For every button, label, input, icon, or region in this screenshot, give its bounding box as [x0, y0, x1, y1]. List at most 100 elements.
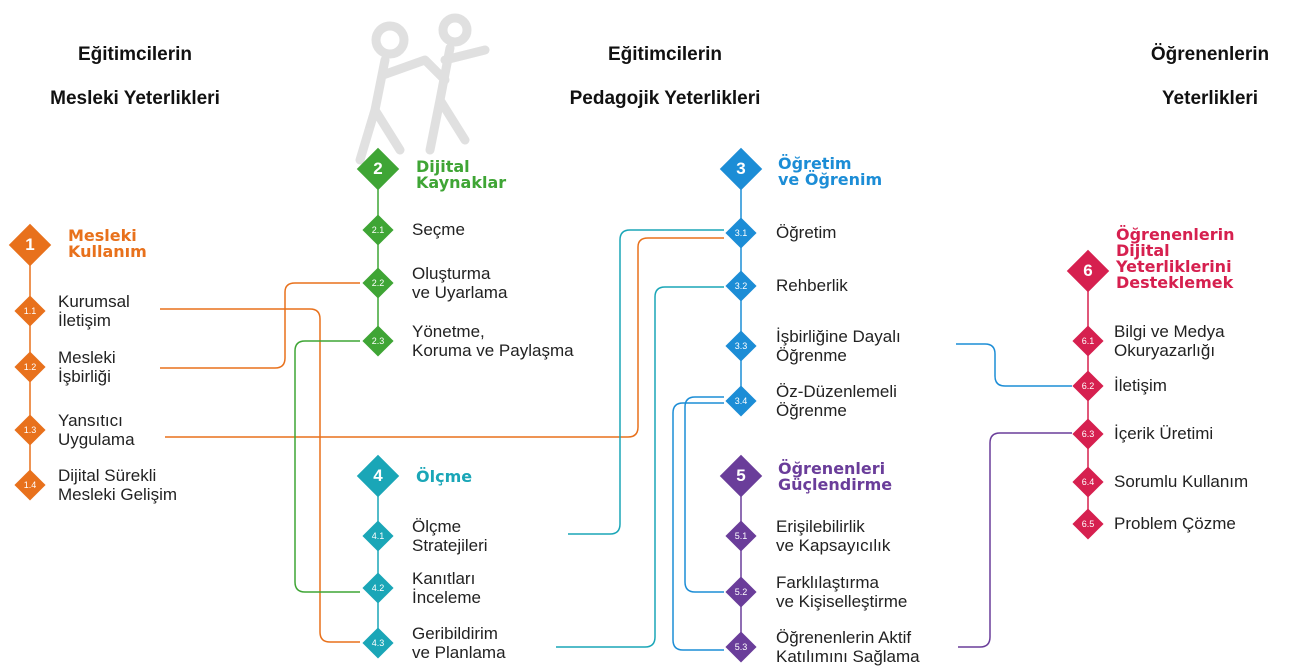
competence-code: 3.4 [734, 396, 748, 406]
area-title-line: ve Öğrenim [778, 170, 883, 189]
competence-label-line: Rehberlik [776, 276, 848, 295]
area-number: 1 [25, 235, 35, 254]
header-line: Yeterlikleri [1161, 88, 1259, 109]
competence-code: 1.4 [23, 480, 37, 490]
competence-6-5-label: Problem Çözme [1114, 514, 1236, 533]
area-title-line: Ölçme [416, 467, 473, 486]
area-title-line: Öğrenenlerin [1116, 225, 1235, 244]
competence-code: 3.3 [734, 341, 748, 351]
watermark [355, 13, 490, 165]
header-pedagogical: Eğitimcilerin Pedagojik Yeterlikleri [540, 33, 790, 121]
competence-label-line: Öz-Düzenlemeli [776, 382, 897, 401]
area-title-line: Kullanım [68, 242, 147, 261]
competence-code: 5.2 [734, 587, 748, 597]
competence-label-line: Dijital Sürekli [58, 466, 157, 485]
cross-area-connector [568, 229, 724, 535]
header-professional: Eğitimcilerin Mesleki Yeterlikleri [35, 33, 235, 121]
competence-2-3-label: Yönetme,Koruma ve Paylaşma [412, 322, 574, 360]
competence-label-line: Uygulama [58, 430, 135, 449]
area-title-line: Desteklemek [1116, 273, 1234, 292]
area-title-line: Dijital [416, 157, 470, 176]
area-4-title: Ölçme [416, 469, 472, 485]
area-number: 3 [736, 159, 746, 178]
area-number: 4 [373, 466, 383, 485]
competence-code: 2.3 [371, 336, 385, 346]
competence-code: 6.5 [1081, 519, 1095, 529]
competence-code: 6.4 [1081, 477, 1095, 487]
cross-area-connector [672, 402, 724, 651]
competence-label-line: Öğrenenlerin Aktif [776, 628, 912, 647]
area-number: 6 [1083, 261, 1093, 280]
area-title-line: Yeterliklerini [1116, 257, 1232, 276]
area-title-line: Dijital [1116, 241, 1170, 260]
competence-code: 2.1 [371, 225, 385, 235]
competence-6-2-label: İletişim [1114, 376, 1167, 395]
competence-code: 6.1 [1081, 336, 1095, 346]
competence-label-line: İçerik Üretimi [1114, 424, 1214, 443]
competence-label-line: Stratejileri [412, 536, 488, 555]
competence-code: 1.3 [23, 425, 37, 435]
competence-code: 5.1 [734, 531, 748, 541]
competence-code: 4.3 [371, 638, 385, 648]
cross-area-connector [958, 432, 1072, 648]
competence-label-line: Okuryazarlığı [1114, 341, 1216, 360]
competence-label-line: Öğrenme [776, 346, 847, 365]
competence-code: 3.2 [734, 281, 748, 291]
area-number: 5 [736, 466, 746, 485]
competence-label-line: Farklılaştırma [776, 573, 879, 592]
competence-label-line: Yönetme, [412, 322, 485, 341]
competence-label-line: Geribildirim [412, 624, 498, 643]
competence-label-line: Ölçme [412, 517, 462, 536]
competence-label-line: Koruma ve Paylaşma [412, 341, 574, 360]
competence-label-line: İşbirliği [58, 367, 111, 386]
competence-label-line: Kurumsal [58, 292, 130, 311]
cross-area-connector [294, 340, 360, 593]
competence-3-2-label: Rehberlik [776, 276, 848, 295]
area-title-line: Kaynaklar [416, 173, 507, 192]
competence-label-line: Sorumlu Kullanım [1114, 472, 1249, 491]
competence-label-line: Yansıtıcı [58, 411, 123, 430]
cross-area-connector [956, 343, 1072, 387]
area-number: 2 [373, 159, 383, 178]
cross-area-connector [160, 308, 360, 643]
competence-code: 2.2 [371, 278, 385, 288]
competence-6-3-label: İçerik Üretimi [1114, 424, 1213, 443]
area-title-line: Öğrenenleri [778, 459, 886, 478]
competence-code: 1.1 [23, 306, 37, 316]
competence-label-line: ve Kişiselleştirme [776, 592, 908, 611]
cross-area-connector [556, 286, 724, 648]
competence-label-line: Mesleki Gelişim [58, 485, 178, 504]
competence-code: 6.2 [1081, 381, 1095, 391]
competence-code: 1.2 [23, 362, 37, 372]
competence-label-line: İletişim [58, 311, 111, 330]
header-learners: Öğrenenlerin Yeterlikleri [1130, 33, 1290, 121]
competence-label-line: ve Planlama [412, 643, 506, 662]
cross-area-connector [684, 396, 724, 593]
competence-label-line: Bilgi ve Medya [1114, 322, 1225, 341]
competence-label-line: Oluşturma [412, 264, 491, 283]
competence-code: 4.2 [371, 583, 385, 593]
competence-code: 4.1 [371, 531, 385, 541]
header-line: Eğitimcilerin [77, 44, 193, 65]
competence-label-line: İnceleme [412, 588, 481, 607]
header-line: Öğrenenlerin [1150, 44, 1270, 65]
competence-code: 3.1 [734, 228, 748, 238]
cross-area-connector [165, 237, 724, 438]
competence-label-line: Katılımını Sağlama [776, 647, 920, 666]
competence-label-line: Problem Çözme [1114, 514, 1236, 533]
